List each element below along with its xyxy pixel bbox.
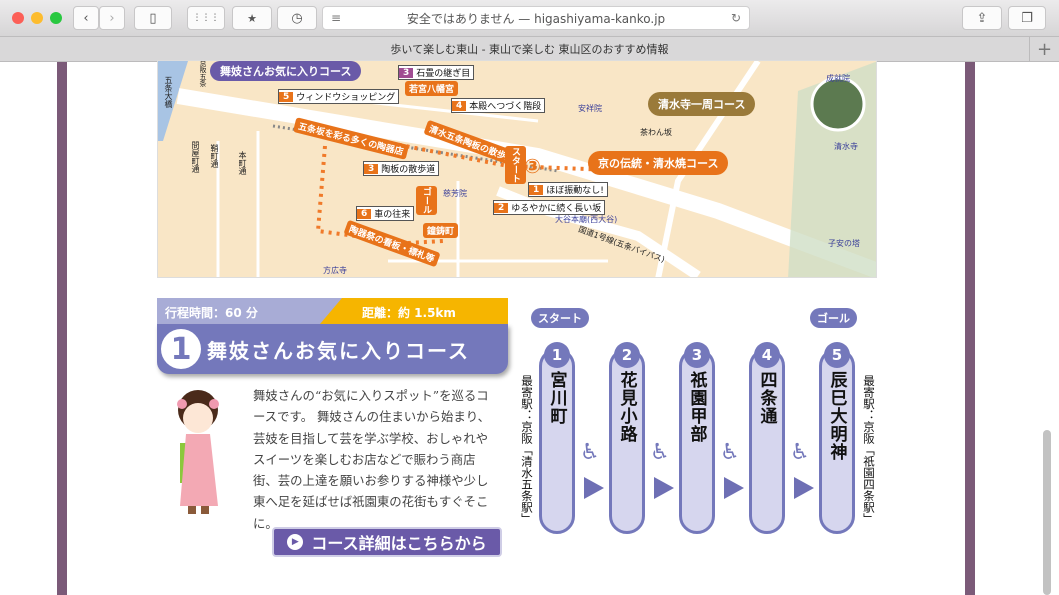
- address-bar[interactable]: ≡ 安全ではありません — higashiyama-kanko.jp ↻: [322, 6, 750, 30]
- street-label: 問屋町通: [191, 141, 200, 173]
- address-text: 安全ではありません — higashiyama-kanko.jp: [406, 11, 666, 26]
- scrollbar-thumb[interactable]: [1043, 430, 1051, 595]
- kiyomizu-callout[interactable]: 清水寺一周コース: [648, 92, 756, 116]
- map-orange-label: ゴール: [416, 186, 437, 215]
- street-label: 鞘町通: [210, 144, 219, 168]
- map-roads: [158, 61, 876, 277]
- map-orange-label: スタート: [505, 146, 526, 184]
- tab-bar: 歩いて楽しむ東山 - 東山で楽しむ 東山区のおすすめ情報: [0, 37, 1059, 62]
- sidebar-icon: ▯: [149, 10, 157, 26]
- start-tag: スタート: [531, 308, 589, 328]
- place-label: 大谷本廟(西大谷): [555, 215, 618, 224]
- chevron-right-icon: ›: [109, 10, 115, 26]
- stop-pill: 宮川町: [539, 348, 575, 534]
- stop-number: 1: [544, 342, 570, 368]
- place-label: 成就院: [826, 74, 850, 83]
- course-distance: 距離：約 1.5km: [362, 306, 456, 320]
- minimize-window-button[interactable]: [31, 12, 43, 24]
- stop-number: 3: [684, 342, 710, 368]
- course3-callout[interactable]: 京の伝統・清水焼コース: [588, 151, 729, 175]
- map-orange-label: 若宮八幡宮: [405, 81, 459, 96]
- place-label: 安祥院: [578, 104, 602, 113]
- page-border-right: [965, 62, 975, 595]
- back-button[interactable]: ‹: [73, 6, 99, 30]
- browser-toolbar: ‹ › ▯ ⋮⋮⋮ ★ ◷ ≡ 安全ではありません — higashiyama-…: [0, 0, 1059, 37]
- wheelchair-icon: ♿: [790, 440, 810, 465]
- stop-number: 2: [614, 342, 640, 368]
- wheelchair-icon: ♿: [650, 440, 670, 465]
- history-button[interactable]: ◷: [277, 6, 317, 30]
- star-icon: ★: [247, 11, 257, 25]
- goal-station: 最寄駅：京阪「祇園四条駅」: [862, 375, 876, 525]
- new-tab-button[interactable]: +: [1029, 37, 1059, 62]
- goal-tag: ゴール: [810, 308, 857, 328]
- arrow-right-icon: [724, 477, 744, 499]
- share-icon: ⇪: [976, 10, 988, 26]
- stop-number: 4: [754, 342, 780, 368]
- stop-pill: 花見小路: [609, 348, 645, 534]
- top-sites-button[interactable]: ⋮⋮⋮: [187, 6, 225, 30]
- wheelchair-icon: ♿: [580, 440, 600, 465]
- place-label: 慈芳院: [443, 189, 467, 198]
- play-icon: ▶: [287, 534, 304, 550]
- plus-icon: +: [1036, 39, 1053, 60]
- place-label: 清水寺: [834, 142, 858, 151]
- clock-icon: ◷: [291, 10, 303, 26]
- map-course-pill: 舞妓さんお気に入りコース: [210, 61, 362, 81]
- course-detail-label: コース詳細はこちらから: [311, 534, 487, 553]
- street-label: 茶わん坂: [640, 128, 672, 137]
- course-title-bar: 1 舞妓さんお気に入りコース: [157, 324, 508, 374]
- place-label: 子安の塔: [828, 239, 860, 248]
- reload-icon[interactable]: ↻: [730, 11, 741, 25]
- arrow-right-icon: [584, 477, 604, 499]
- forward-button[interactable]: ›: [99, 6, 125, 30]
- street-label: 五条大橋: [164, 76, 173, 108]
- tab-title[interactable]: 歩いて楽しむ東山 - 東山で楽しむ 東山区のおすすめ情報: [390, 43, 669, 56]
- reader-icon: ≡: [331, 11, 342, 25]
- share-button[interactable]: ⇪: [962, 6, 1002, 30]
- arrow-right-icon: [654, 477, 674, 499]
- tabs-icon: ❐: [1021, 10, 1033, 26]
- course-number: 1: [161, 329, 201, 369]
- start-station: 最寄駅：京阪「清水五条駅」: [520, 375, 534, 525]
- stop-number: 5: [824, 342, 850, 368]
- wheelchair-icon: ♿: [720, 440, 740, 465]
- street-label: 京阪五条: [199, 60, 207, 87]
- stop-pill: 祇園甲部: [679, 348, 715, 534]
- arrow-right-icon: [794, 477, 814, 499]
- course3-number: ③: [524, 154, 541, 178]
- bookmarks-button[interactable]: ★: [232, 6, 272, 30]
- sidebar-button[interactable]: ▯: [134, 6, 172, 30]
- stop-pill: 辰巳大明神: [819, 348, 855, 534]
- grid-icon: ⋮⋮⋮: [192, 13, 220, 23]
- place-label: 方広寺: [323, 266, 347, 275]
- street-label: 本町通: [238, 151, 247, 175]
- course-time: 行程時間：60 分: [165, 306, 258, 320]
- maiko-illustration: [177, 390, 219, 514]
- chevron-left-icon: ‹: [83, 10, 89, 26]
- course-detail-button[interactable]: ▶ コース詳細はこちらから: [272, 527, 502, 557]
- course-description: 舞妓さんの“お気に入りスポット”を巡るコースです。 舞妓さんの住まいから始まり、…: [253, 388, 491, 531]
- course-distance-bar: 距離：約 1.5km: [320, 298, 508, 324]
- page-border-left: [57, 62, 67, 595]
- tabs-overview-button[interactable]: ❐: [1008, 6, 1046, 30]
- zoom-window-button[interactable]: [50, 12, 62, 24]
- map-orange-label: 鐘鋳町: [423, 223, 459, 238]
- stop-pill: 四条通: [749, 348, 785, 534]
- close-window-button[interactable]: [12, 12, 24, 24]
- course-title: 舞妓さんお気に入りコース: [207, 339, 470, 363]
